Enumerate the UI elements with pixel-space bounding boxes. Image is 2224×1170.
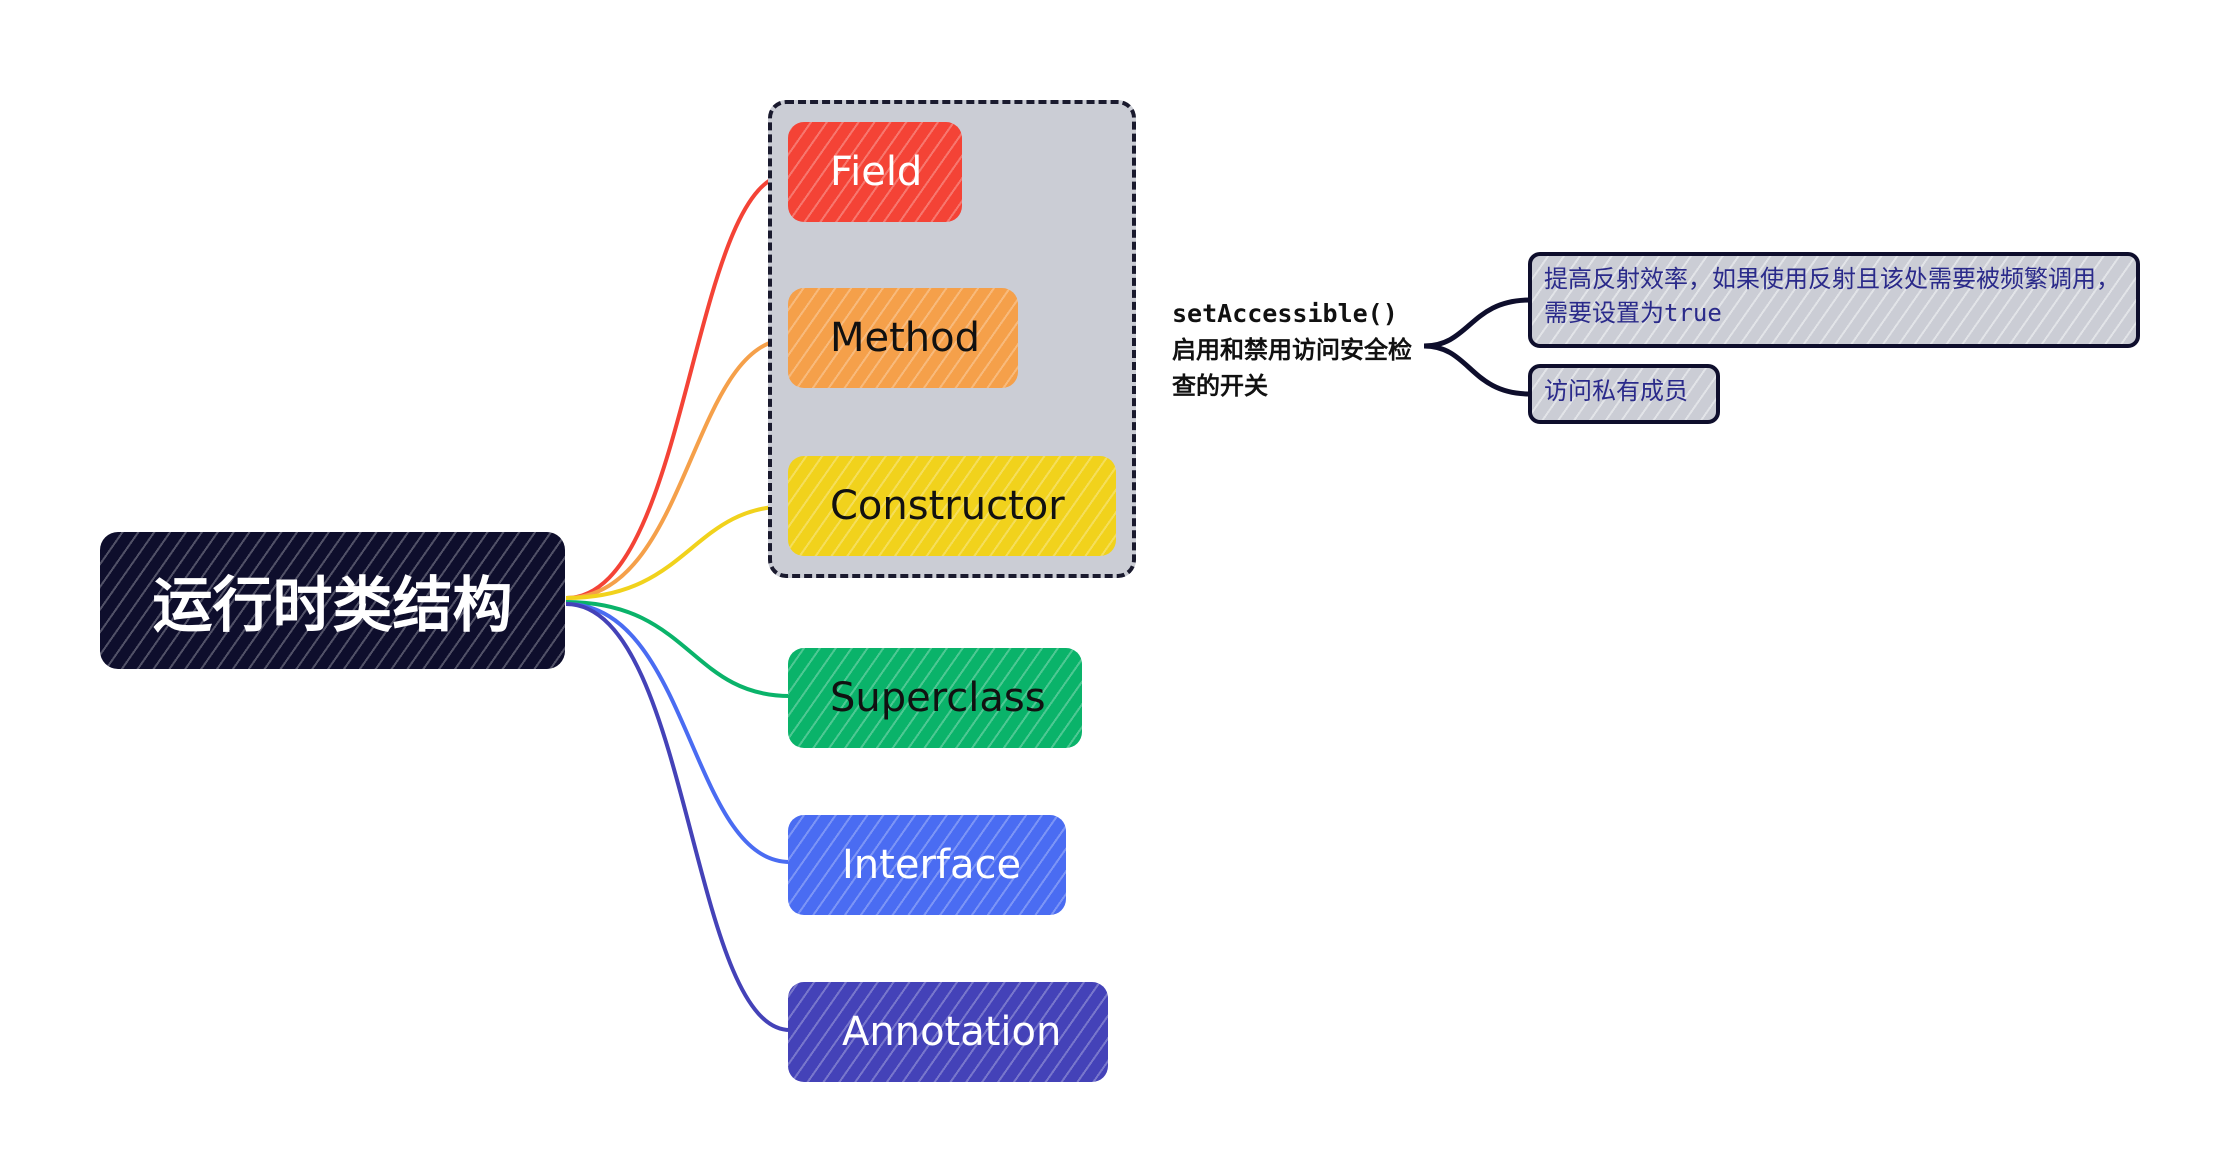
note-method-name: setAccessible() xyxy=(1172,299,1398,328)
branch-label: Interface xyxy=(842,842,1022,888)
branch-node-constructor: Constructor xyxy=(788,456,1116,556)
branch-node-interface: Interface xyxy=(788,815,1066,915)
leaf-text: 提高反射效率，如果使用反射且该处需要被频繁调用，需要设置为 xyxy=(1544,265,2120,327)
branch-node-method: Method xyxy=(788,288,1018,388)
branch-node-superclass: Superclass xyxy=(788,648,1082,748)
leaf-text: 访问私有成员 xyxy=(1544,377,1688,405)
connector-superclass xyxy=(565,600,791,698)
branch-label: Annotation xyxy=(842,1009,1062,1055)
branch-label: Field xyxy=(830,149,923,195)
group-note: setAccessible() 启用和禁用访问安全检查的开关 xyxy=(1172,296,1412,404)
connector-constructor xyxy=(565,504,791,600)
root-node: 运行时类结构 xyxy=(100,532,565,669)
branch-node-field: Field xyxy=(788,122,962,222)
connector-note-private xyxy=(1423,343,1531,397)
leaf-node-efficiency: 提高反射效率，如果使用反射且该处需要被频繁调用，需要设置为true xyxy=(1528,252,2140,348)
note-text: 启用和禁用访问安全检查的开关 xyxy=(1172,336,1412,400)
branch-label: Constructor xyxy=(830,483,1065,529)
branch-node-annotation: Annotation xyxy=(788,982,1108,1082)
connector-field xyxy=(565,172,791,600)
branch-label: Superclass xyxy=(830,675,1046,721)
connector-annotation xyxy=(565,602,791,1032)
root-label: 运行时类结构 xyxy=(152,571,513,641)
branch-label: Method xyxy=(830,315,981,361)
connector-interface xyxy=(565,602,791,864)
connector-method xyxy=(565,337,791,600)
connector-note-efficiency xyxy=(1423,297,1531,349)
leaf-code: true xyxy=(1664,299,1722,327)
leaf-node-private: 访问私有成员 xyxy=(1528,364,1720,424)
